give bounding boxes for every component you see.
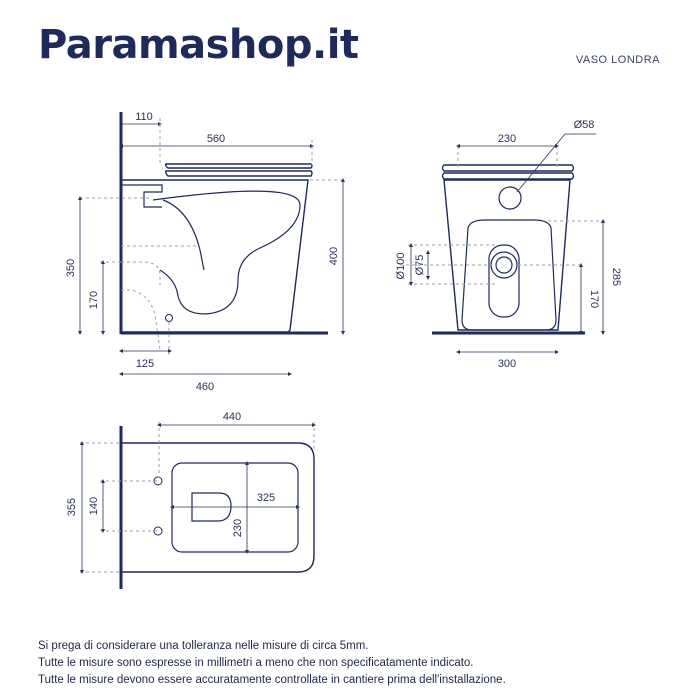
top-view: 440 355 140 325 230: [66, 411, 316, 589]
dim-top-140: 140: [88, 497, 100, 515]
note-line: Si prega di considerare una tolleranza n…: [38, 640, 369, 652]
dim-side-400: 400: [328, 247, 340, 265]
side-view: 110 560 350 170 400 125 460: [65, 111, 345, 393]
dim-side-560: 560: [207, 133, 225, 145]
dim-top-325: 325: [257, 492, 275, 504]
note-line: Tutte le misure devono essere accuratame…: [38, 674, 506, 686]
dim-front-d100: Ø100: [395, 253, 407, 280]
dim-front-285: 285: [610, 268, 622, 286]
front-body: [443, 179, 571, 331]
bowl-interior: [152, 190, 301, 315]
front-view: 230 Ø58 Ø100 Ø75 285 170 300: [395, 119, 622, 370]
product-name: VASO LONDRA: [575, 54, 660, 66]
seat-lid: [165, 163, 313, 169]
inlet-circle: [498, 186, 522, 210]
dim-side-460: 460: [196, 381, 214, 393]
dim-front-230: 230: [498, 133, 516, 145]
dim-side-110: 110: [135, 111, 153, 123]
dim-front-300: 300: [498, 358, 516, 370]
dim-side-170: 170: [88, 291, 100, 309]
bowl-outline: [121, 179, 309, 333]
note-line: Tutte le misure sono espresse in millime…: [38, 657, 474, 669]
top-outer: [121, 442, 315, 573]
dim-top-355: 355: [66, 498, 78, 516]
dim-top-230: 230: [232, 519, 244, 537]
dim-front-d58: Ø58: [574, 119, 595, 131]
dim-front-170: 170: [588, 290, 600, 308]
dim-front-d75: Ø75: [414, 255, 426, 276]
seat-ring: [165, 170, 313, 177]
dim-top-440: 440: [223, 411, 241, 423]
dim-side-125: 125: [136, 358, 154, 370]
top-seat: [171, 462, 299, 553]
notes-block: Si prega di considerare una tolleranza n…: [38, 638, 506, 689]
dim-side-350: 350: [65, 259, 77, 277]
brand-logo: Paramashop.it: [38, 22, 359, 68]
